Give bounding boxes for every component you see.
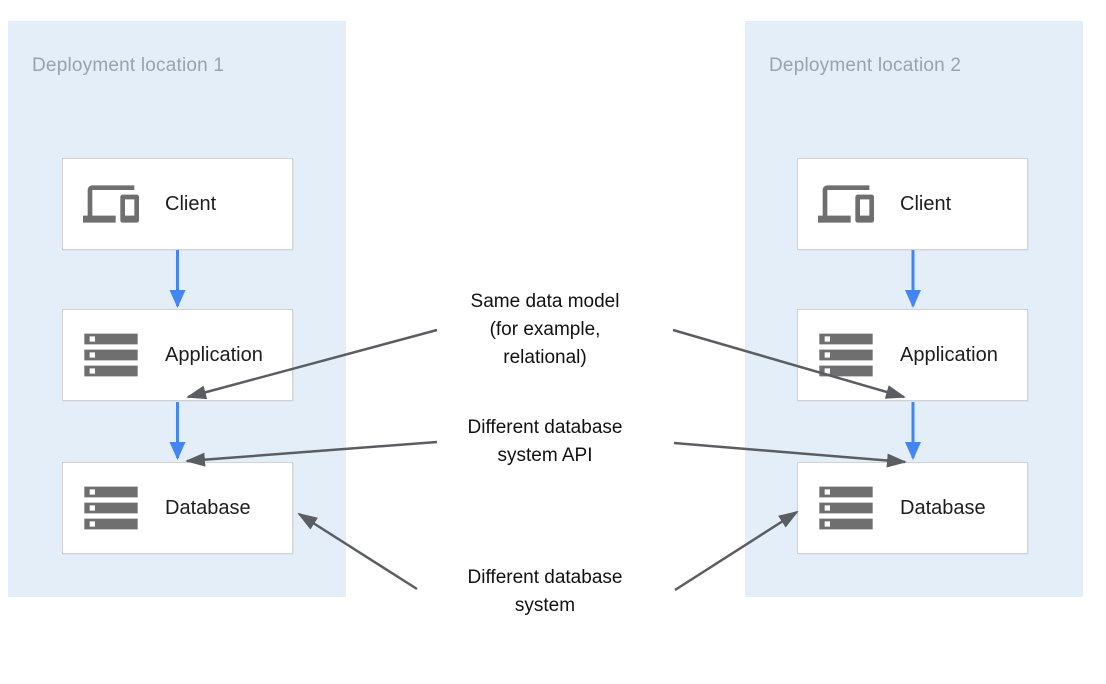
annotation-line: (for example, <box>489 319 601 340</box>
annotation-line: system <box>514 595 576 616</box>
deployment-zone-1: Deployment location 1 Client Application… <box>8 21 346 597</box>
annotation-line: Different database <box>467 417 623 438</box>
annotation-different-db-api: Different database system API <box>405 414 685 470</box>
zone-title-2: Deployment location 2 <box>769 55 962 76</box>
node-label: Database <box>900 496 986 519</box>
storage-icon <box>79 476 143 540</box>
deployment-zone-2: Deployment location 2 Client Application… <box>745 21 1083 597</box>
annotation-different-db-system: Different database system <box>405 564 685 620</box>
node-application-2: Application <box>797 309 1028 401</box>
zone-title-1: Deployment location 1 <box>32 55 225 76</box>
node-database-2: Database <box>797 462 1028 554</box>
storage-icon <box>814 476 878 540</box>
node-label: Client <box>900 192 952 215</box>
node-client-2: Client <box>797 158 1028 250</box>
node-label: Database <box>165 496 251 519</box>
storage-icon <box>79 323 143 387</box>
devices-icon <box>79 176 143 232</box>
node-application-1: Application <box>62 309 293 401</box>
node-database-1: Database <box>62 462 293 554</box>
annotation-line: system API <box>497 445 593 466</box>
node-client-1: Client <box>62 158 293 250</box>
annotation-line: relational) <box>503 347 587 368</box>
node-label: Application <box>165 343 263 366</box>
node-label: Client <box>165 192 217 215</box>
devices-icon <box>814 176 878 232</box>
node-label: Application <box>900 343 998 366</box>
annotation-line: Same data model <box>470 291 620 312</box>
storage-icon <box>814 323 878 387</box>
annotation-same-data-model: Same data model (for example, relational… <box>405 288 685 372</box>
annotation-line: Different database <box>467 567 623 588</box>
